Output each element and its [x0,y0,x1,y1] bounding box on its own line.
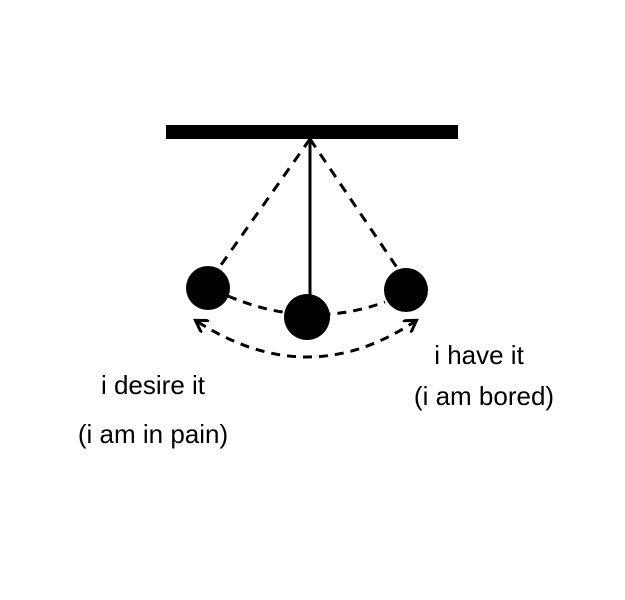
swing-arrow-arc [198,322,414,359]
left-label-line1: i desire it [101,370,206,400]
right-label-line1: i have it [434,340,524,370]
right-label-line2: (i am bored) [414,381,554,411]
right-bob [384,268,428,312]
left-label-line2: (i am in pain) [78,419,228,449]
center-bob [284,294,330,340]
left-bob [186,266,230,310]
left-swing-string [214,138,312,273]
right-swing-string [308,138,402,273]
ceiling-beam [166,125,458,139]
